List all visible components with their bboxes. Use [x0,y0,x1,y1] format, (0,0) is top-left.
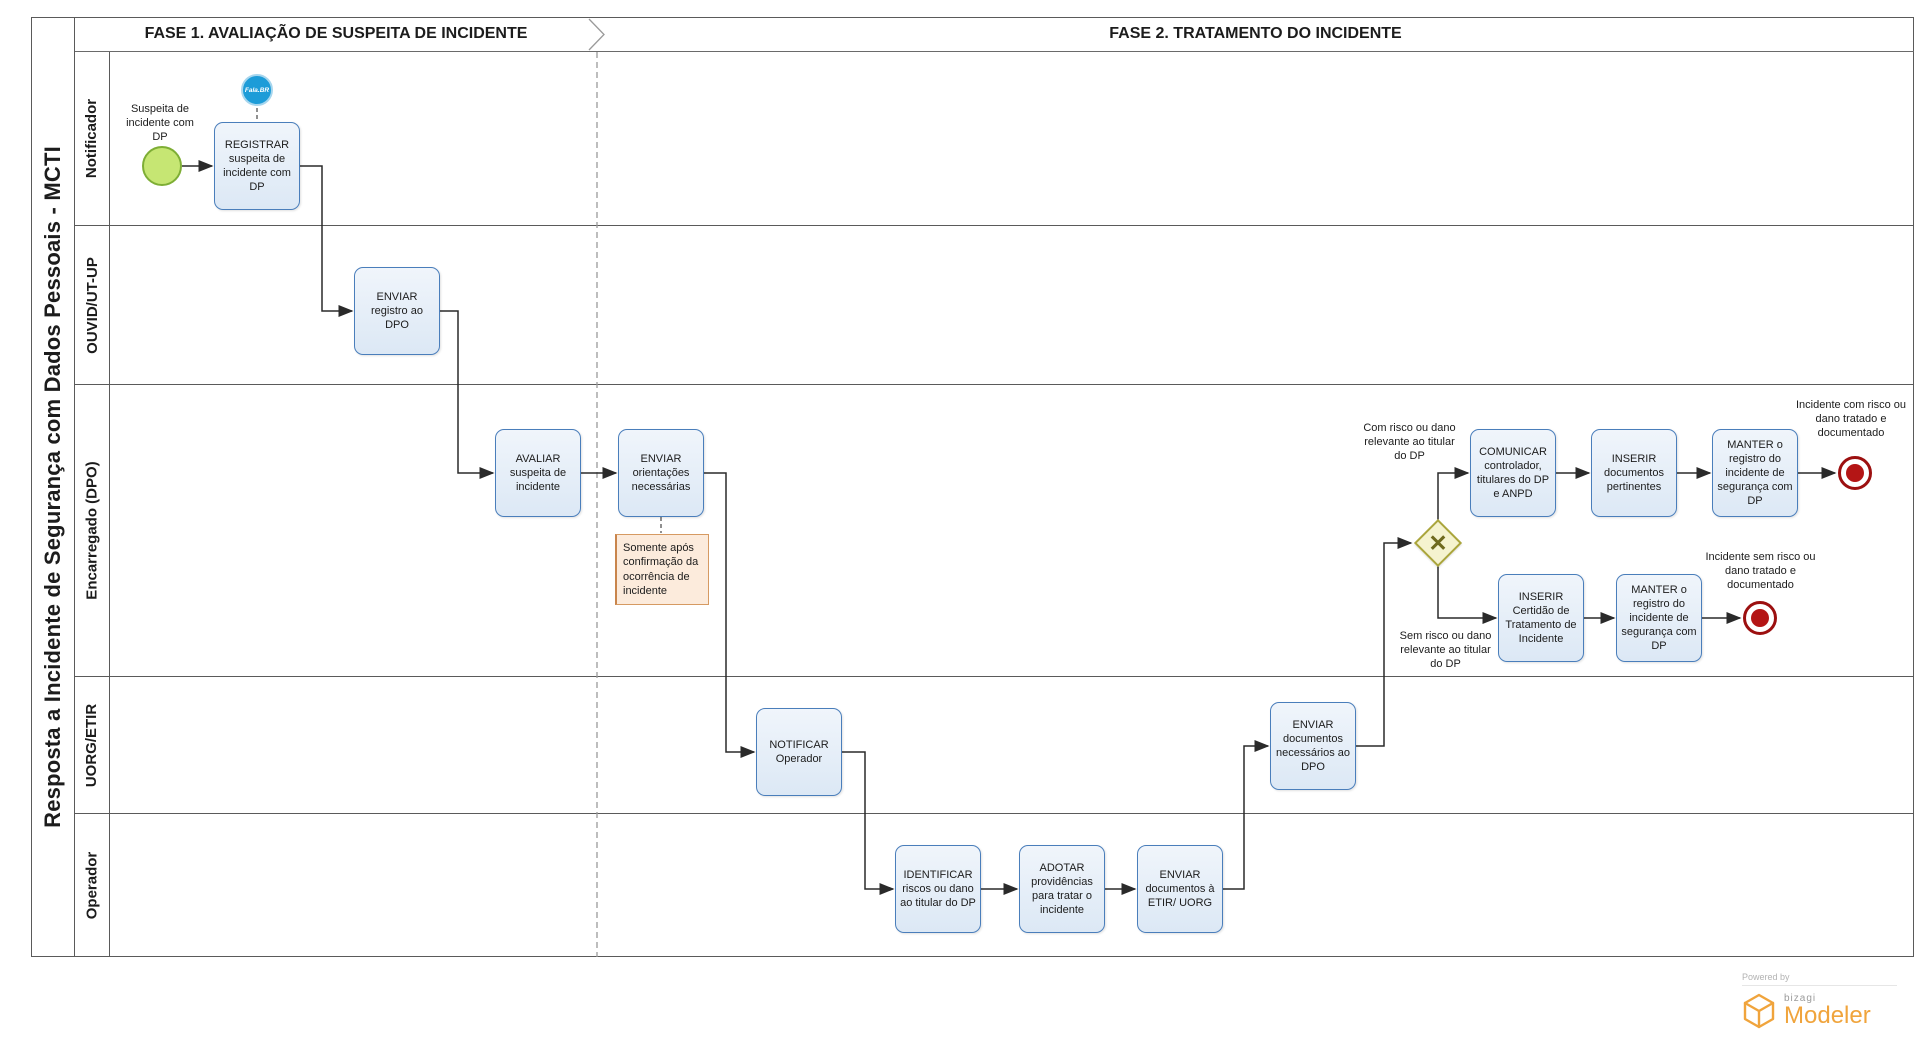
lane-uorg: UORG/ETIR [75,677,1914,814]
end-event-with-risk-label: Incidente com risco ou dano tratado e do… [1795,399,1907,439]
falabr-icon-label: Fala.BR [244,86,270,94]
text-annotation[interactable]: Somente após confirmação da ocorrência d… [615,534,709,605]
phase-1-header: FASE 1. AVALIAÇÃO DE SUSPEITA DE INCIDEN… [75,17,597,52]
task-identificar-label: IDENTIFICAR riscos ou dano ao titular do… [900,868,976,910]
exclusive-gateway[interactable]: ✕ [1413,518,1463,568]
powered-by-label: Powered by [1742,972,1897,986]
lane-ouvid-header: OUVID/UT-UP [75,226,110,384]
lane-notificador-header: Notificador [75,52,110,225]
gateway-label-com-risco: Com risco ou dano relevante ao titular d… [1363,422,1456,462]
task-inserir-docs-label: INSERIR documentos pertinentes [1604,452,1664,494]
task-adotar[interactable]: ADOTAR providências para tratar o incide… [1019,845,1105,933]
task-enviar-registro-label: ENVIAR registro ao DPO [371,290,423,332]
task-inserir-certidao-label: INSERIR Certidão de Tratamento de Incide… [1505,590,1577,646]
task-enviar-docs-dpo[interactable]: ENVIAR documentos necessários ao DPO [1270,702,1356,790]
task-avaliar-label: AVALIAR suspeita de incidente [509,452,567,494]
falabr-icon[interactable]: Fala.BR [241,74,273,106]
phase-2-label: FASE 2. TRATAMENTO DO INCIDENTE [1109,25,1402,42]
task-manter-registro-1[interactable]: MANTER o registro do incidente de segura… [1712,429,1798,517]
task-enviar-registro[interactable]: ENVIAR registro ao DPO [354,267,440,355]
pool-title: Resposta a Incidente de Segurança com Da… [31,17,75,957]
lane-notificador-label: Notificador [83,98,101,179]
task-adotar-label: ADOTAR providências para tratar o incide… [1031,861,1093,917]
end-event-without-risk[interactable] [1743,601,1777,635]
task-enviar-orientacoes-label: ENVIAR orientações necessárias [631,452,691,494]
modeler-product-label: Modeler [1784,1001,1871,1029]
task-comunicar[interactable]: COMUNICAR controlador, titulares do DP e… [1470,429,1556,517]
task-registrar[interactable]: REGISTRAR suspeita de incidente com DP [214,122,300,210]
task-enviar-orientacoes[interactable]: ENVIAR orientações necessárias [618,429,704,517]
lane-notificador: Notificador [75,52,1914,226]
lane-uorg-label: UORG/ETIR [83,703,101,787]
start-event[interactable] [142,146,182,186]
start-event-label: Suspeita de incidente com DP [126,103,194,143]
phase-2-header: FASE 2. TRATAMENTO DO INCIDENTE [597,17,1914,52]
task-notificar[interactable]: NOTIFICAR Operador [756,708,842,796]
lane-dpo-label: Encarregado (DPO) [83,461,101,600]
task-comunicar-label: COMUNICAR controlador, titulares do DP e… [1476,445,1550,501]
lane-ouvid: OUVID/UT-UP [75,226,1914,385]
lane-dpo-header: Encarregado (DPO) [75,385,110,676]
lane-operador: Operador [75,814,1914,957]
modeler-logo[interactable]: Powered by bizagi Modeler [1742,972,1907,1030]
end-event-without-risk-label: Incidente sem risco ou dano tratado e do… [1705,551,1816,591]
lane-operador-label: Operador [83,851,101,920]
task-identificar[interactable]: IDENTIFICAR riscos ou dano ao titular do… [895,845,981,933]
task-manter-registro-2-label: MANTER o registro do incidente de segura… [1621,583,1697,653]
task-registrar-label: REGISTRAR suspeita de incidente com DP [223,138,291,194]
pool-title-text: Resposta a Incidente de Segurança com Da… [39,146,65,828]
text-annotation-label: Somente após confirmação da ocorrência d… [623,541,699,597]
task-inserir-docs[interactable]: INSERIR documentos pertinentes [1591,429,1677,517]
gateway-label-sem-risco: Sem risco ou dano relevante ao titular d… [1399,630,1492,670]
lane-dpo: Encarregado (DPO) [75,385,1914,677]
terminate-icon [1751,609,1769,627]
task-manter-registro-1-label: MANTER o registro do incidente de segura… [1717,438,1793,508]
task-avaliar[interactable]: AVALIAR suspeita de incidente [495,429,581,517]
pool-border [31,17,1914,957]
task-enviar-docs-etir[interactable]: ENVIAR documentos à ETIR/ UORG [1137,845,1223,933]
terminate-icon [1846,464,1864,482]
gateway-x-icon: ✕ [1428,529,1448,556]
task-inserir-certidao[interactable]: INSERIR Certidão de Tratamento de Incide… [1498,574,1584,662]
task-notificar-label: NOTIFICAR Operador [769,738,829,765]
task-enviar-docs-dpo-label: ENVIAR documentos necessários ao DPO [1276,718,1350,774]
phase-1-label: FASE 1. AVALIAÇÃO DE SUSPEITA DE INCIDEN… [144,25,528,42]
task-enviar-docs-etir-label: ENVIAR documentos à ETIR/ UORG [1145,868,1215,910]
bizagi-cube-icon [1743,993,1775,1029]
end-event-with-risk[interactable] [1838,456,1872,490]
lane-operador-header: Operador [75,814,110,957]
task-manter-registro-2[interactable]: MANTER o registro do incidente de segura… [1616,574,1702,662]
lane-uorg-header: UORG/ETIR [75,677,110,813]
lane-ouvid-label: OUVID/UT-UP [83,256,101,354]
bizagi-brand-label: bizagi [1784,992,1817,1004]
